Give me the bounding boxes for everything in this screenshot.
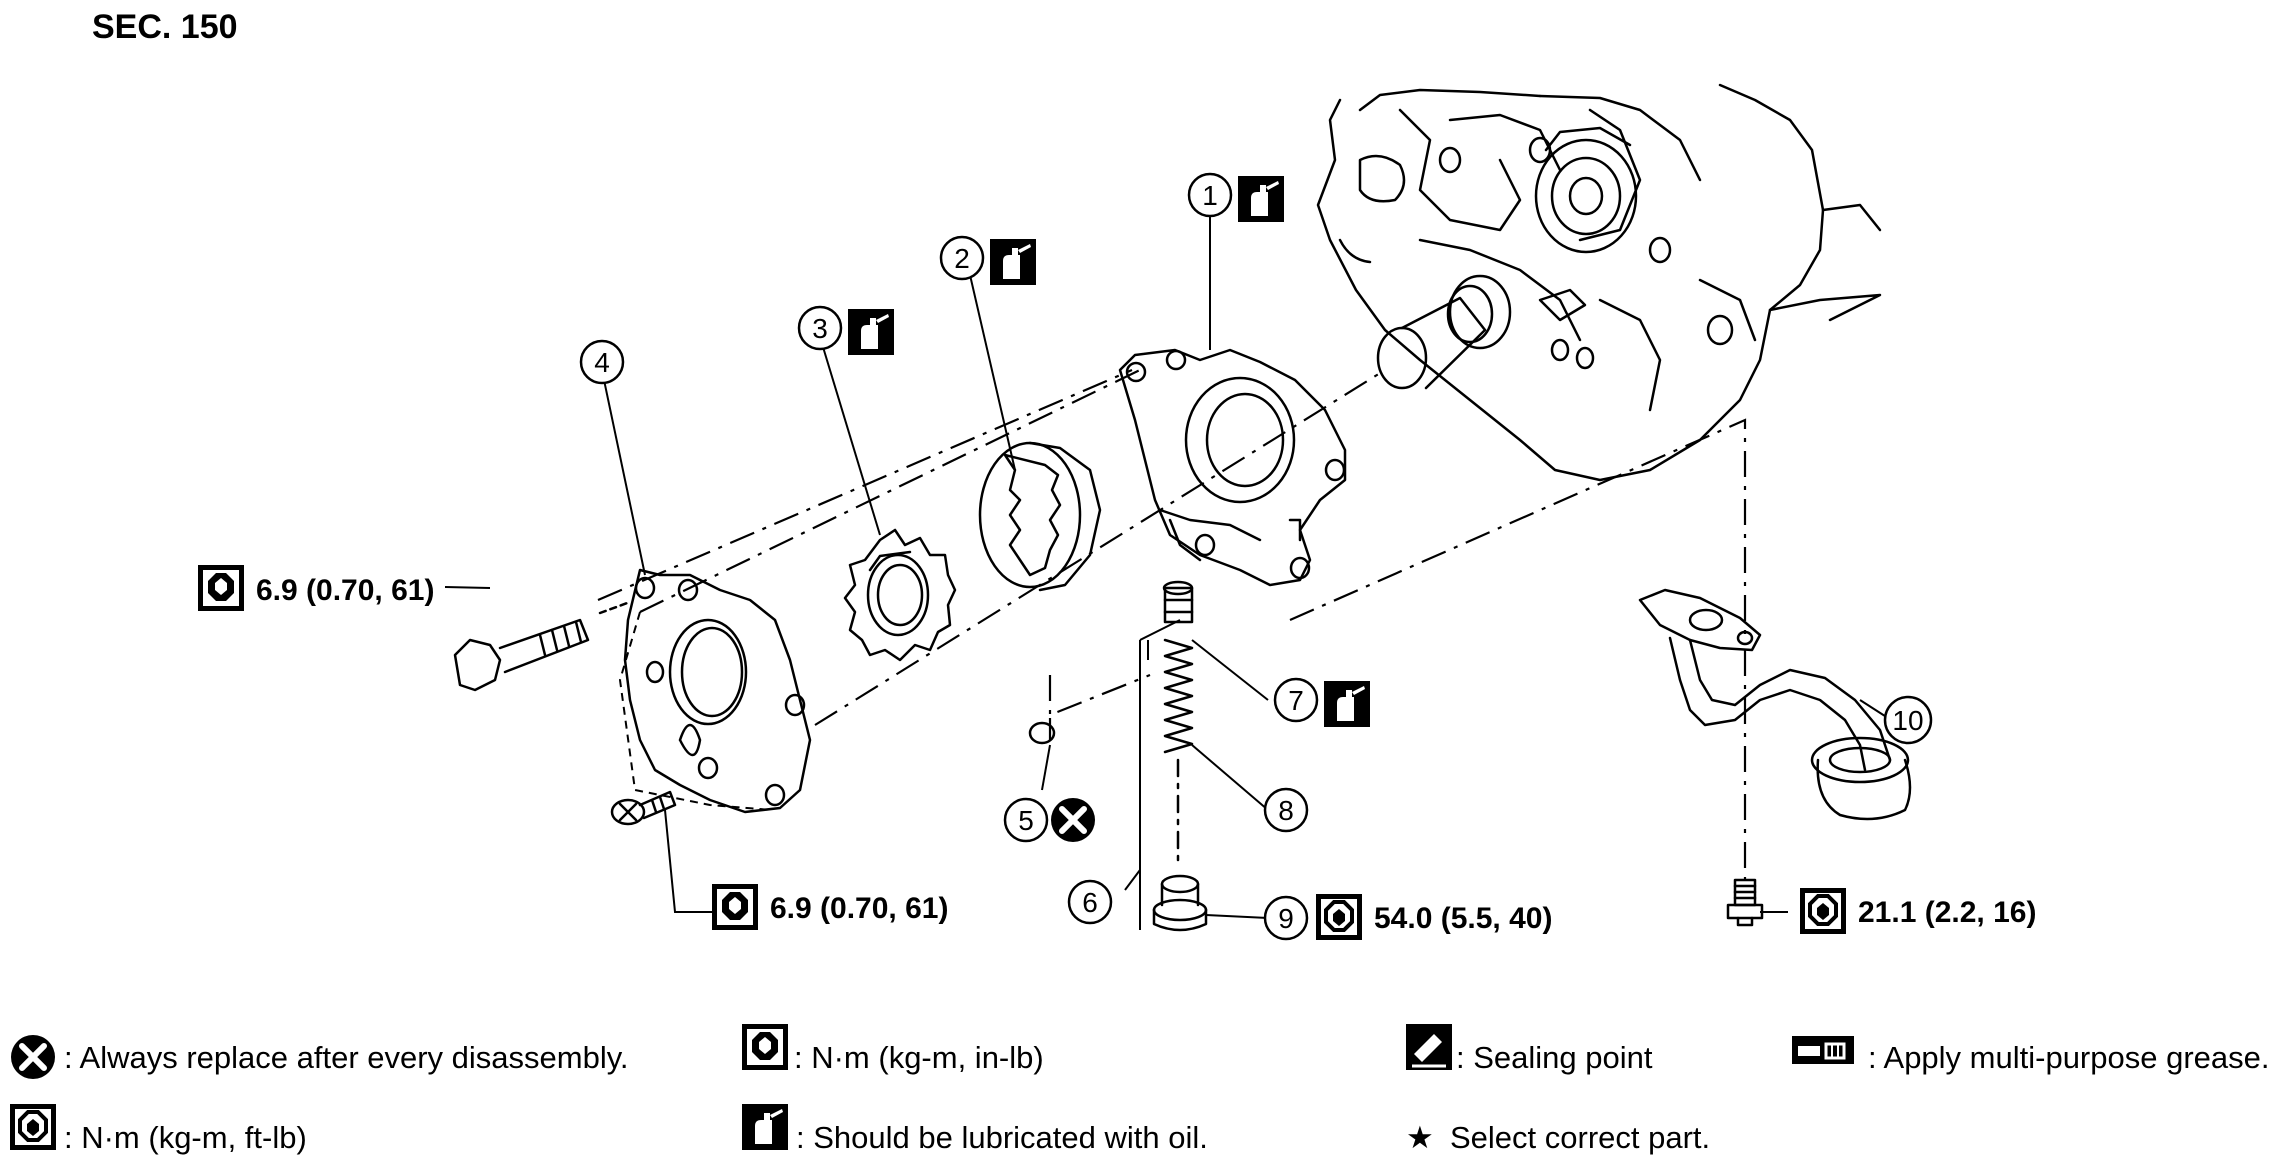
inner-rotor: [843, 528, 957, 662]
svg-text:1: 1: [1202, 180, 1218, 211]
svg-text:10: 10: [1892, 705, 1923, 736]
torque-screw-bottom: 6.9 (0.70, 61): [770, 892, 948, 925]
callout-9: 9: [1263, 895, 1309, 941]
pump-cover: [623, 568, 812, 814]
torque-in-lb-icon: [742, 1024, 788, 1070]
relief-valve-spring: [1163, 638, 1194, 862]
torque-ft-lb-icon: [1798, 886, 1848, 936]
cover-screw: [610, 790, 677, 826]
legend-nm-in-lb: : N·m (kg-m, in-lb): [794, 1040, 1044, 1075]
callout-1: 1: [1187, 172, 1233, 218]
oil-can-icon: [1238, 176, 1284, 222]
torque-ft-lb-icon: [1314, 892, 1364, 942]
cover-bolt: [453, 600, 632, 692]
replace-x-icon: [11, 1035, 55, 1079]
svg-text:9: 9: [1278, 903, 1294, 934]
grease-gun-icon: [1790, 1034, 1856, 1066]
alignment-lines: [597, 368, 1747, 890]
relief-valve-housing-line: [1139, 619, 1181, 930]
svg-text:6: 6: [1082, 887, 1098, 918]
leader-lines: [444, 212, 1889, 919]
sealing-point-icon: [1404, 1022, 1454, 1072]
strainer-bolt: [1726, 878, 1764, 927]
svg-text:5: 5: [1018, 805, 1034, 836]
callout-5: 5: [1003, 797, 1049, 843]
callout-10: 10: [1883, 695, 1933, 745]
svg-text:4: 4: [594, 347, 610, 378]
callout-2: 2: [939, 235, 985, 281]
oil-can-icon: [1324, 681, 1370, 727]
legend-grease: : Apply multi-purpose grease.: [1868, 1040, 2270, 1075]
outer-rotor: [978, 441, 1102, 592]
legend: : Always replace after every disassembly…: [8, 1022, 2270, 1155]
callout-3: 3: [797, 305, 843, 351]
oil-pump-body: [1118, 348, 1347, 587]
oil-strainer: [1638, 588, 1912, 821]
engine-block: [1316, 83, 1882, 482]
oil-can-icon: [990, 239, 1036, 285]
torque-in-lb-icon: [712, 884, 758, 930]
svg-text:7: 7: [1288, 685, 1304, 716]
torque-plug-9: 54.0 (5.5, 40): [1374, 902, 1552, 935]
torque-strainer-bolt: 21.1 (2.2, 16): [1858, 896, 2036, 929]
svg-text:8: 8: [1278, 795, 1294, 826]
callout-4: 4: [579, 339, 625, 385]
seal-ring: [1028, 721, 1056, 745]
legend-sealing: : Sealing point: [1456, 1040, 1653, 1075]
callout-7: 7: [1273, 677, 1319, 723]
legend-replace: : Always replace after every disassembly…: [64, 1040, 629, 1075]
section-title: SEC. 150: [92, 8, 238, 46]
svg-text:3: 3: [812, 313, 828, 344]
relief-valve: [1162, 580, 1194, 624]
callout-8: 8: [1263, 787, 1309, 833]
cover-gasket-outline: [618, 611, 773, 811]
relief-valve-plug: [1152, 874, 1208, 932]
star-icon: ★: [1406, 1120, 1434, 1155]
callout-6: 6: [1067, 879, 1113, 925]
svg-text:2: 2: [954, 243, 970, 274]
torque-bolt-left: 6.9 (0.70, 61): [256, 574, 434, 607]
oil-can-icon: [742, 1104, 788, 1150]
legend-select: Select correct part.: [1450, 1120, 1710, 1155]
torque-ft-lb-icon: [8, 1102, 58, 1152]
replace-x-icon: [1051, 798, 1095, 842]
torque-in-lb-icon: [198, 565, 244, 611]
legend-lubricate: : Should be lubricated with oil.: [796, 1120, 1208, 1155]
oil-can-icon: [848, 309, 894, 355]
legend-nm-ft-lb: : N·m (kg-m, ft-lb): [64, 1120, 307, 1155]
